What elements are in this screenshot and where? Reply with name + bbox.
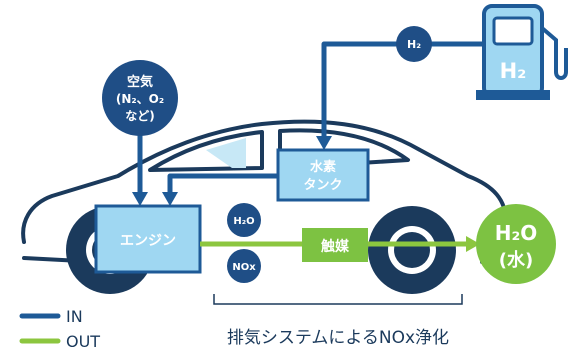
- h2-supply-label: H₂: [407, 38, 421, 51]
- air-label-line3: など): [125, 109, 155, 123]
- nox-circle: [227, 249, 261, 283]
- tank-to-engine-line: [167, 173, 278, 196]
- nox-label: NOx: [232, 262, 256, 273]
- output-label-line2: (水): [499, 249, 533, 271]
- output-label-line1: H₂O: [495, 221, 538, 245]
- exhaust-system-bracket: [213, 294, 463, 305]
- air-label-line1: 空気: [127, 74, 153, 90]
- engine-label: エンジン: [120, 233, 176, 249]
- engine-box: [94, 204, 202, 274]
- rear-wheel: [368, 206, 456, 294]
- h2o-circle: [227, 203, 261, 237]
- catalyst-box: [302, 228, 368, 262]
- exhaust-arrowhead: [466, 236, 480, 252]
- output-water-circle: [476, 204, 556, 284]
- pump-h2-label: H₂: [500, 59, 527, 83]
- fuel-pump-icon: [476, 4, 568, 100]
- air-label-line2: (N₂、O₂: [116, 92, 164, 106]
- h2-supply-circle: [396, 26, 432, 62]
- legend: IN OUT: [19, 307, 100, 351]
- exhaust-caption: 排気システムによるNOx浄化: [227, 328, 449, 348]
- legend-in-label: IN: [66, 307, 83, 326]
- h2o-label: H₂O: [233, 216, 254, 227]
- hydrogen-tank-box: [276, 148, 370, 202]
- in-arrowheads: [132, 136, 332, 206]
- tank-label-line1: 水素: [310, 159, 336, 175]
- catalyst-label: 触媒: [320, 238, 350, 255]
- h2-supply-line: [321, 41, 500, 138]
- tank-label-line2: タンク: [303, 178, 342, 193]
- air-circle: [102, 60, 178, 136]
- legend-out-label: OUT: [66, 332, 100, 351]
- in-lines: [137, 41, 500, 196]
